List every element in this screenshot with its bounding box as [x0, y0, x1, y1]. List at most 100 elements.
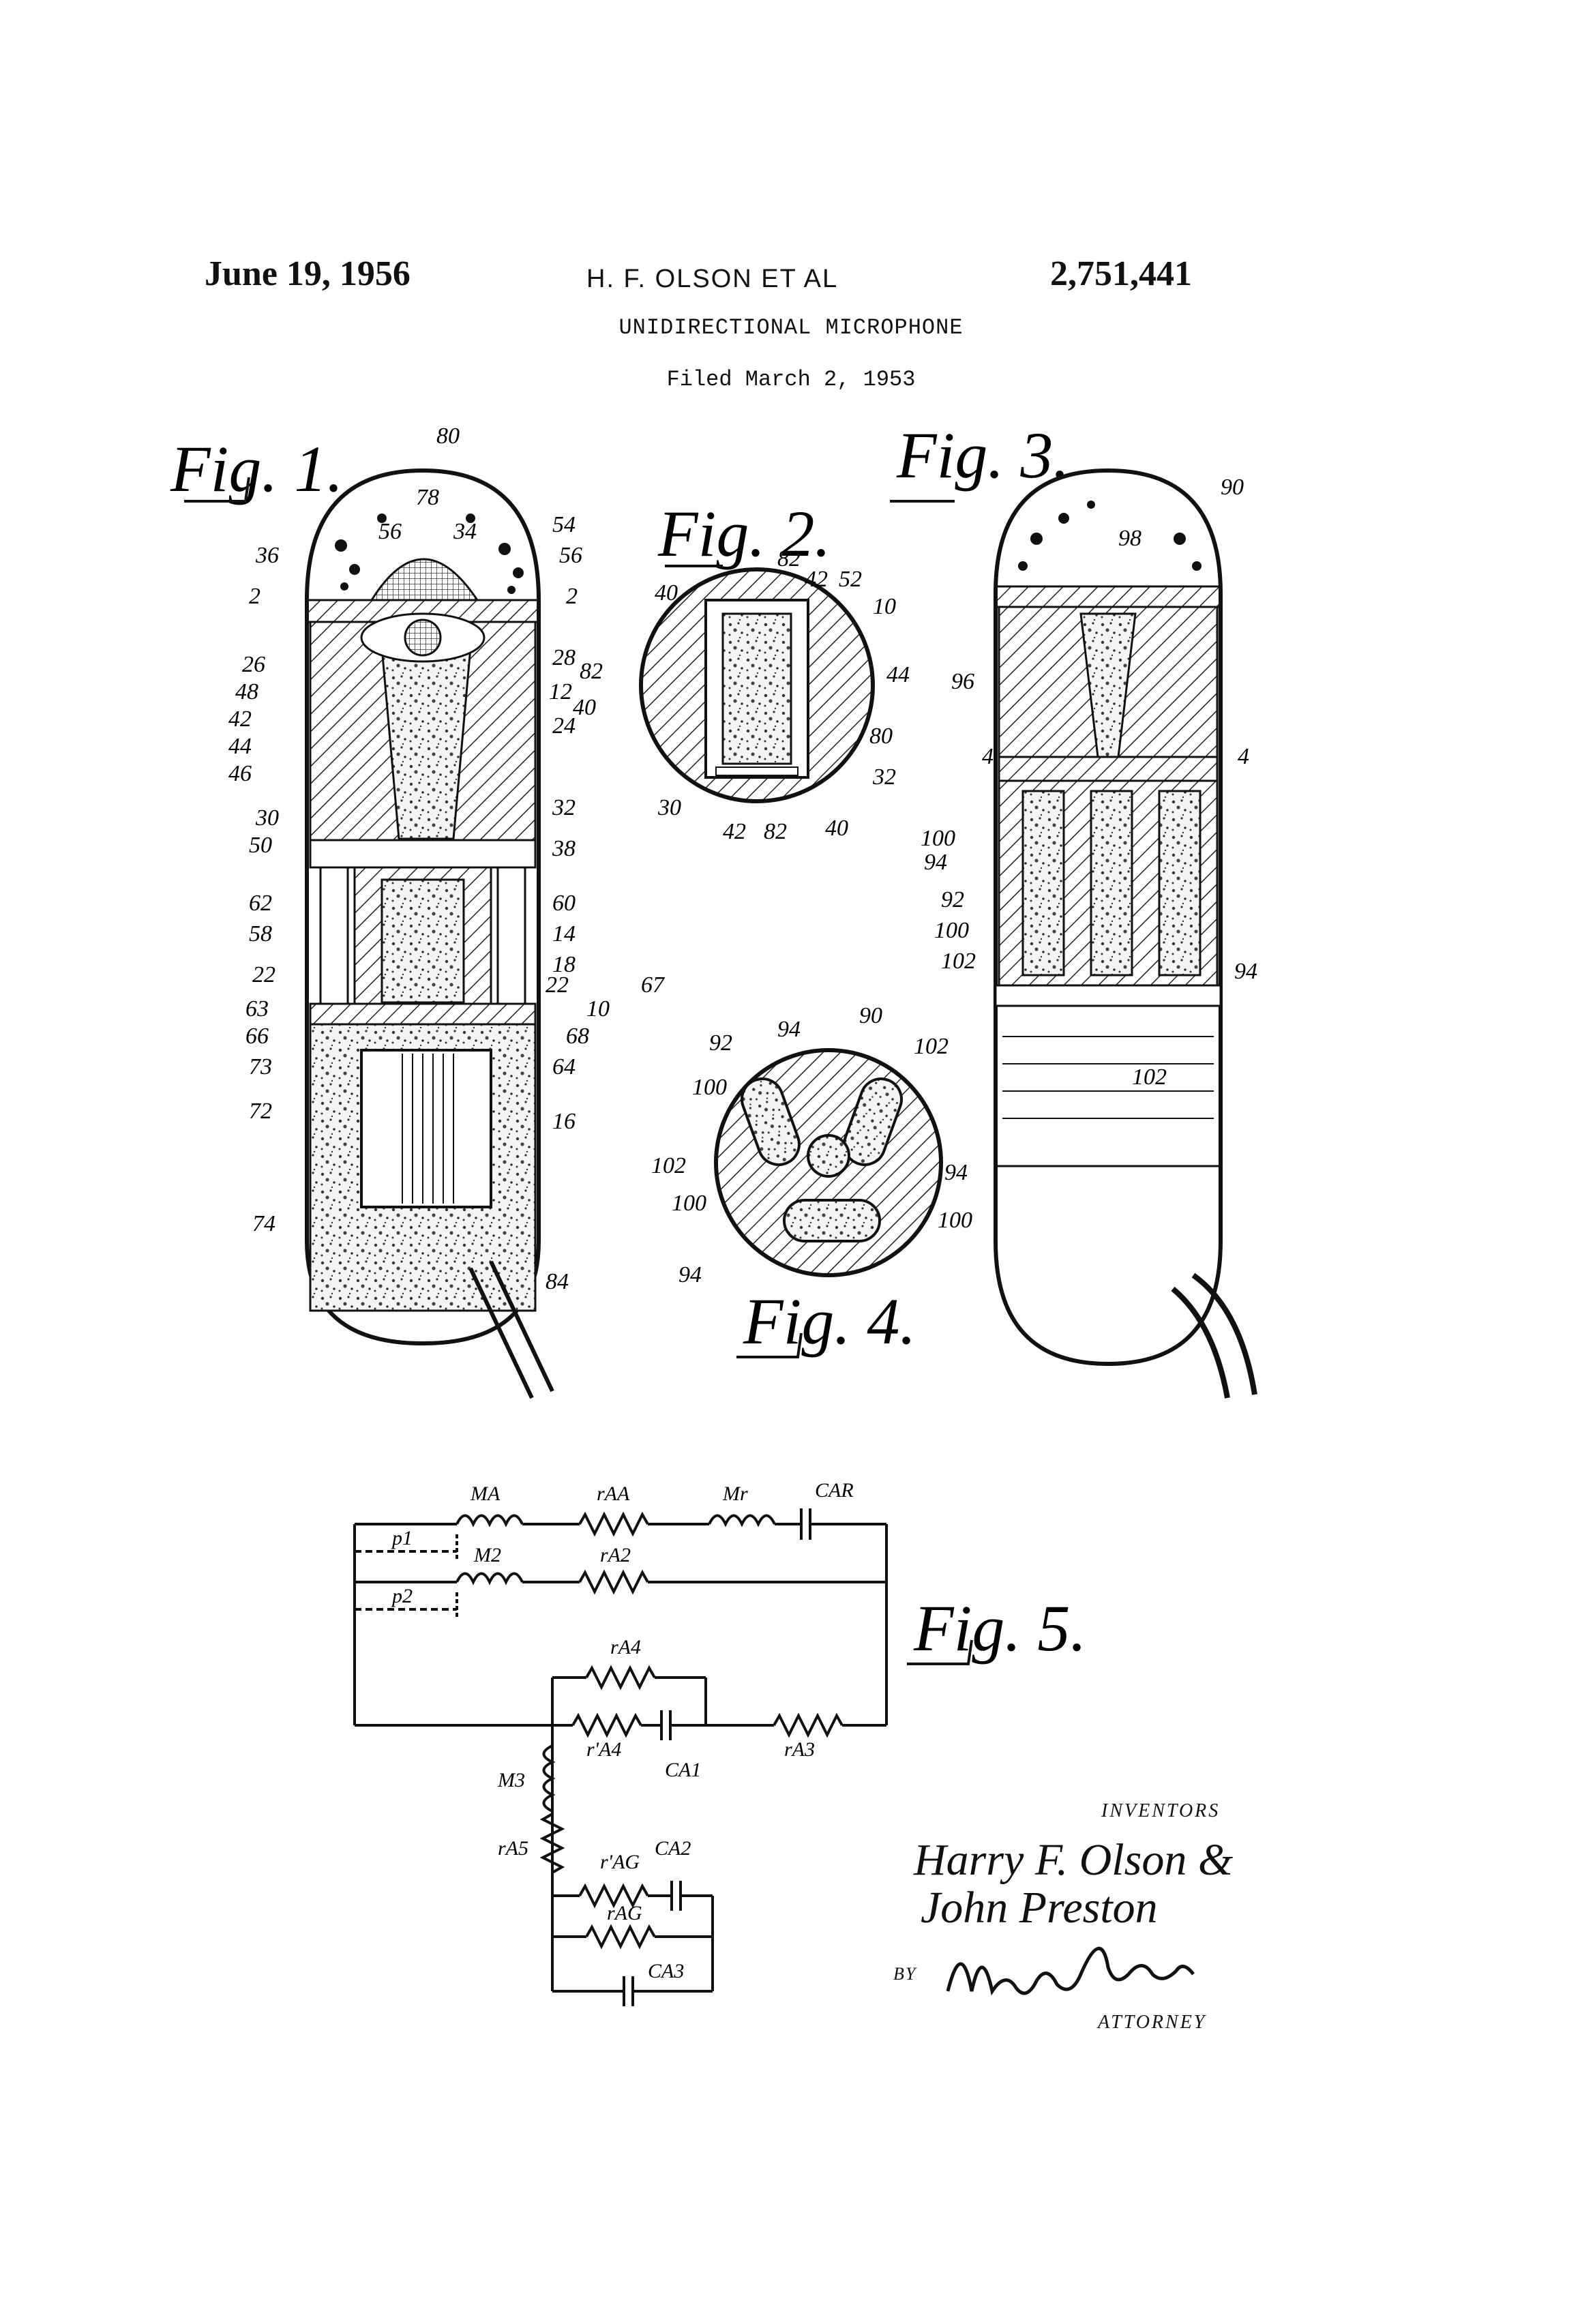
ref3-4b: 4 [1238, 744, 1249, 769]
ref3-100b: 100 [934, 918, 969, 943]
label-p1: p1 [391, 1527, 413, 1549]
ref4-100c: 100 [938, 1208, 972, 1233]
ref-67: 67 [641, 972, 666, 998]
ref3-98: 98 [1118, 526, 1141, 551]
ref-2a: 2 [249, 584, 260, 609]
figure-1: Fig. 1. [170, 432, 552, 1398]
fig4-label: Fig. 4. [743, 1285, 916, 1358]
label-rpAG: r'AG [600, 1851, 640, 1873]
ref-72: 72 [249, 1099, 272, 1124]
ref-24: 24 [552, 713, 576, 739]
ref2-10: 10 [873, 594, 896, 619]
ref-50: 50 [249, 833, 272, 858]
ref-30: 30 [255, 805, 279, 831]
ref2-42: 42 [805, 567, 828, 592]
ref3-96: 96 [951, 669, 974, 694]
ref-56: 56 [378, 519, 402, 544]
ref-78: 78 [416, 485, 439, 510]
attorney-signature [948, 1948, 1193, 1993]
label-CA3: CA3 [648, 1960, 684, 1982]
label-M2: M2 [473, 1544, 501, 1566]
label-M3: M3 [497, 1769, 525, 1791]
ref4-100b: 100 [672, 1191, 706, 1216]
label-rpA4: r'A4 [586, 1738, 621, 1761]
ref2-82: 82 [777, 546, 801, 571]
ref-63: 63 [245, 996, 269, 1022]
ref2-32: 32 [872, 764, 896, 790]
ref-58: 58 [249, 921, 272, 947]
ref-73: 73 [249, 1054, 272, 1079]
ref-2b: 2 [566, 584, 578, 609]
ref3-94a: 94 [924, 850, 947, 875]
ref2-40b: 40 [825, 816, 848, 841]
ref4-94b: 94 [944, 1160, 968, 1185]
label-p2: p2 [391, 1585, 413, 1607]
label-CA2: CA2 [655, 1837, 691, 1860]
ref4-94a: 94 [777, 1017, 801, 1042]
ref-38: 38 [552, 836, 576, 861]
fig2-label: Fig. 2. [657, 497, 831, 570]
ref-16: 16 [552, 1109, 576, 1134]
ref4-90: 90 [859, 1003, 882, 1028]
label-rA2: rA2 [600, 1544, 631, 1566]
label-rAA: rAA [597, 1483, 630, 1505]
ref4-102b: 102 [651, 1153, 686, 1178]
ref-32: 32 [552, 795, 576, 820]
label-CA1: CA1 [665, 1759, 701, 1781]
ref-46: 46 [228, 761, 252, 786]
ref-14: 14 [552, 921, 576, 947]
ref2-30: 30 [657, 795, 681, 820]
ref-22a: 22 [252, 962, 275, 987]
ref2-44: 44 [886, 662, 910, 687]
fig5-label: Fig. 5. [913, 1592, 1086, 1665]
figure-2: Fig. 2. [641, 497, 873, 801]
label-rAG: rAG [607, 1902, 642, 1924]
ref3-94b: 94 [1234, 959, 1257, 984]
ref-66: 66 [245, 1024, 269, 1049]
ref-48: 48 [235, 679, 258, 704]
fig1-label: Fig. 1. [170, 432, 343, 505]
ref-54: 54 [552, 512, 576, 537]
ref2-82b: 82 [764, 819, 787, 844]
ref-74: 74 [252, 1211, 275, 1236]
ref-36: 36 [255, 543, 279, 568]
ref-10: 10 [586, 996, 610, 1022]
ref-42: 42 [228, 706, 252, 732]
fig3-label: Fig. 3. [896, 419, 1069, 492]
ref-82: 82 [580, 659, 603, 684]
inventor-1-name: Harry F. Olson & [914, 1834, 1233, 1886]
ref3-92: 92 [941, 887, 964, 912]
ref-80: 80 [436, 423, 460, 449]
ref2-42b: 42 [723, 819, 746, 844]
by-label: BY [893, 1964, 916, 1984]
label-Mr: Mr [722, 1483, 748, 1505]
ref3-102b: 102 [1132, 1064, 1167, 1090]
label-rA5: rA5 [498, 1837, 528, 1860]
ref-62: 62 [249, 891, 272, 916]
label-CAR: CAR [815, 1479, 854, 1502]
ref2-52: 52 [839, 567, 862, 592]
label-MA: MA [470, 1483, 501, 1505]
ref-56b: 56 [559, 543, 582, 568]
ref3-100a: 100 [921, 826, 955, 851]
ref-84: 84 [546, 1269, 569, 1294]
ref-34: 34 [453, 519, 477, 544]
ref-44: 44 [228, 734, 252, 759]
attorney-label: ATTORNEY [1098, 2012, 1206, 2034]
ref-22b: 22 [546, 972, 569, 998]
ref2-40: 40 [655, 580, 678, 606]
inventor-2-name: John Preston [921, 1882, 1158, 1934]
ref-26: 26 [242, 652, 265, 677]
ref4-92: 92 [709, 1030, 732, 1056]
label-rA3: rA3 [784, 1738, 815, 1761]
ref4-102a: 102 [914, 1034, 949, 1059]
ref-60: 60 [552, 891, 576, 916]
label-rA4: rA4 [610, 1636, 641, 1658]
ref-40: 40 [573, 695, 596, 720]
ref4-100a: 100 [692, 1075, 727, 1100]
ref2-80: 80 [869, 724, 893, 749]
ref-68: 68 [566, 1024, 589, 1049]
ref4-94c: 94 [678, 1262, 702, 1287]
ref-28: 28 [552, 645, 576, 670]
